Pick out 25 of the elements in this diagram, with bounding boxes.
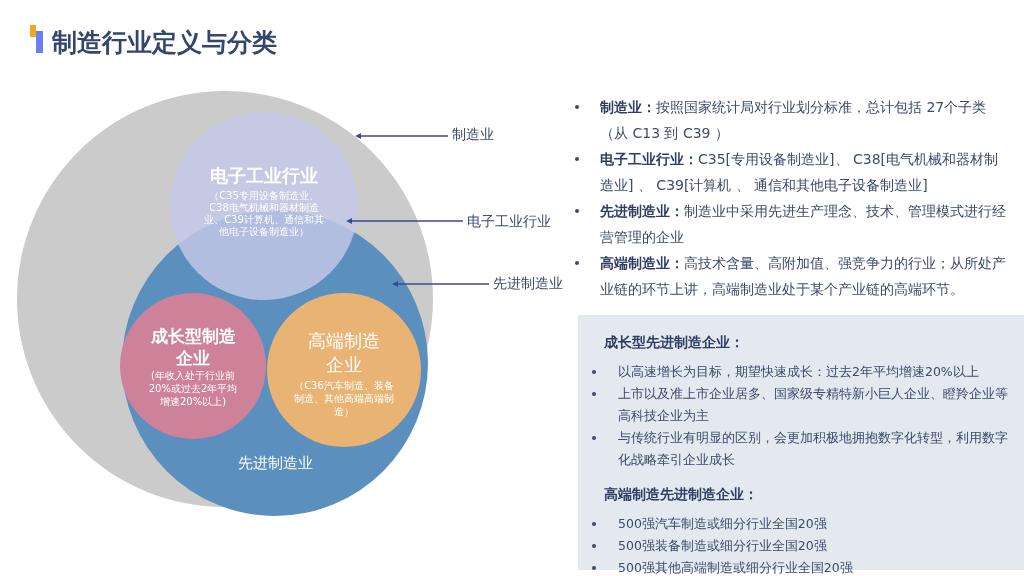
list-item: 500强装备制造或细分行业全国20强 [618, 537, 828, 555]
arrow [346, 218, 464, 224]
callout-label: 电子工业行业 [467, 213, 551, 229]
list-item: 上市以及准上市企业居多、国家级专精特新小巨人企业、瞪羚企业等高科技企业为主 [618, 385, 1008, 425]
callout-label: 先进制造业 [493, 275, 563, 291]
circle-heading: 电子工业行业 [209, 164, 319, 188]
definition-text: 先进制造业：制造业中采用先进生产理念、技术、管理模式进行经营管理的企业 [600, 202, 1007, 247]
definition-text: 电子工业行业：C35[专用设备制造业]、 C38[电气机械和器材制造业] 、 C39[计算机 、 通信和其他电子设备制造业] [600, 150, 999, 195]
circle-heading: 成长型制造企业 [150, 325, 236, 369]
list-item: 与传统行业有明显的区别，会更加积极地拥抱数字化转型，利用数字化战略牵引企业成长 [618, 429, 1008, 469]
circle-note: （C36汽车制造、装备制造、其他高端高端制造） [293, 379, 395, 418]
definition-text: 制造业：按照国家统计局对行业划分标准，总计包括 27个子类（从 C13 到 C39 ） [600, 98, 988, 143]
page-title: 制造行业定义与分类 [52, 27, 277, 59]
callout-label: 制造业 [452, 126, 494, 142]
panel-heading: 高端制造先进制造企业： [604, 485, 759, 504]
list-item: 以高速增长为目标，期望快速成长：过去2年平均增速20%以上 [618, 363, 980, 381]
circle-heading: 高端制造企业 [307, 329, 381, 377]
list-item: 500强汽车制造或细分行业全国20强 [618, 515, 828, 533]
circle-label: 先进制造业 [236, 454, 314, 473]
arrow [392, 281, 490, 287]
definition-text: 高端制造业：高技术含量、高附加值、强竞争力的行业；从所处产业链的环节上讲，高端制造业处于某个产业链的高端环节。 [600, 254, 1007, 299]
panel-heading: 成长型先进制造企业： [604, 333, 745, 352]
list-item: 500强其他高端制造或细分行业全国20强 [618, 559, 854, 576]
circle-note: (年收入处于行业前20%或过去2年平均增速20%以上) [147, 369, 239, 408]
arrow [355, 133, 449, 139]
